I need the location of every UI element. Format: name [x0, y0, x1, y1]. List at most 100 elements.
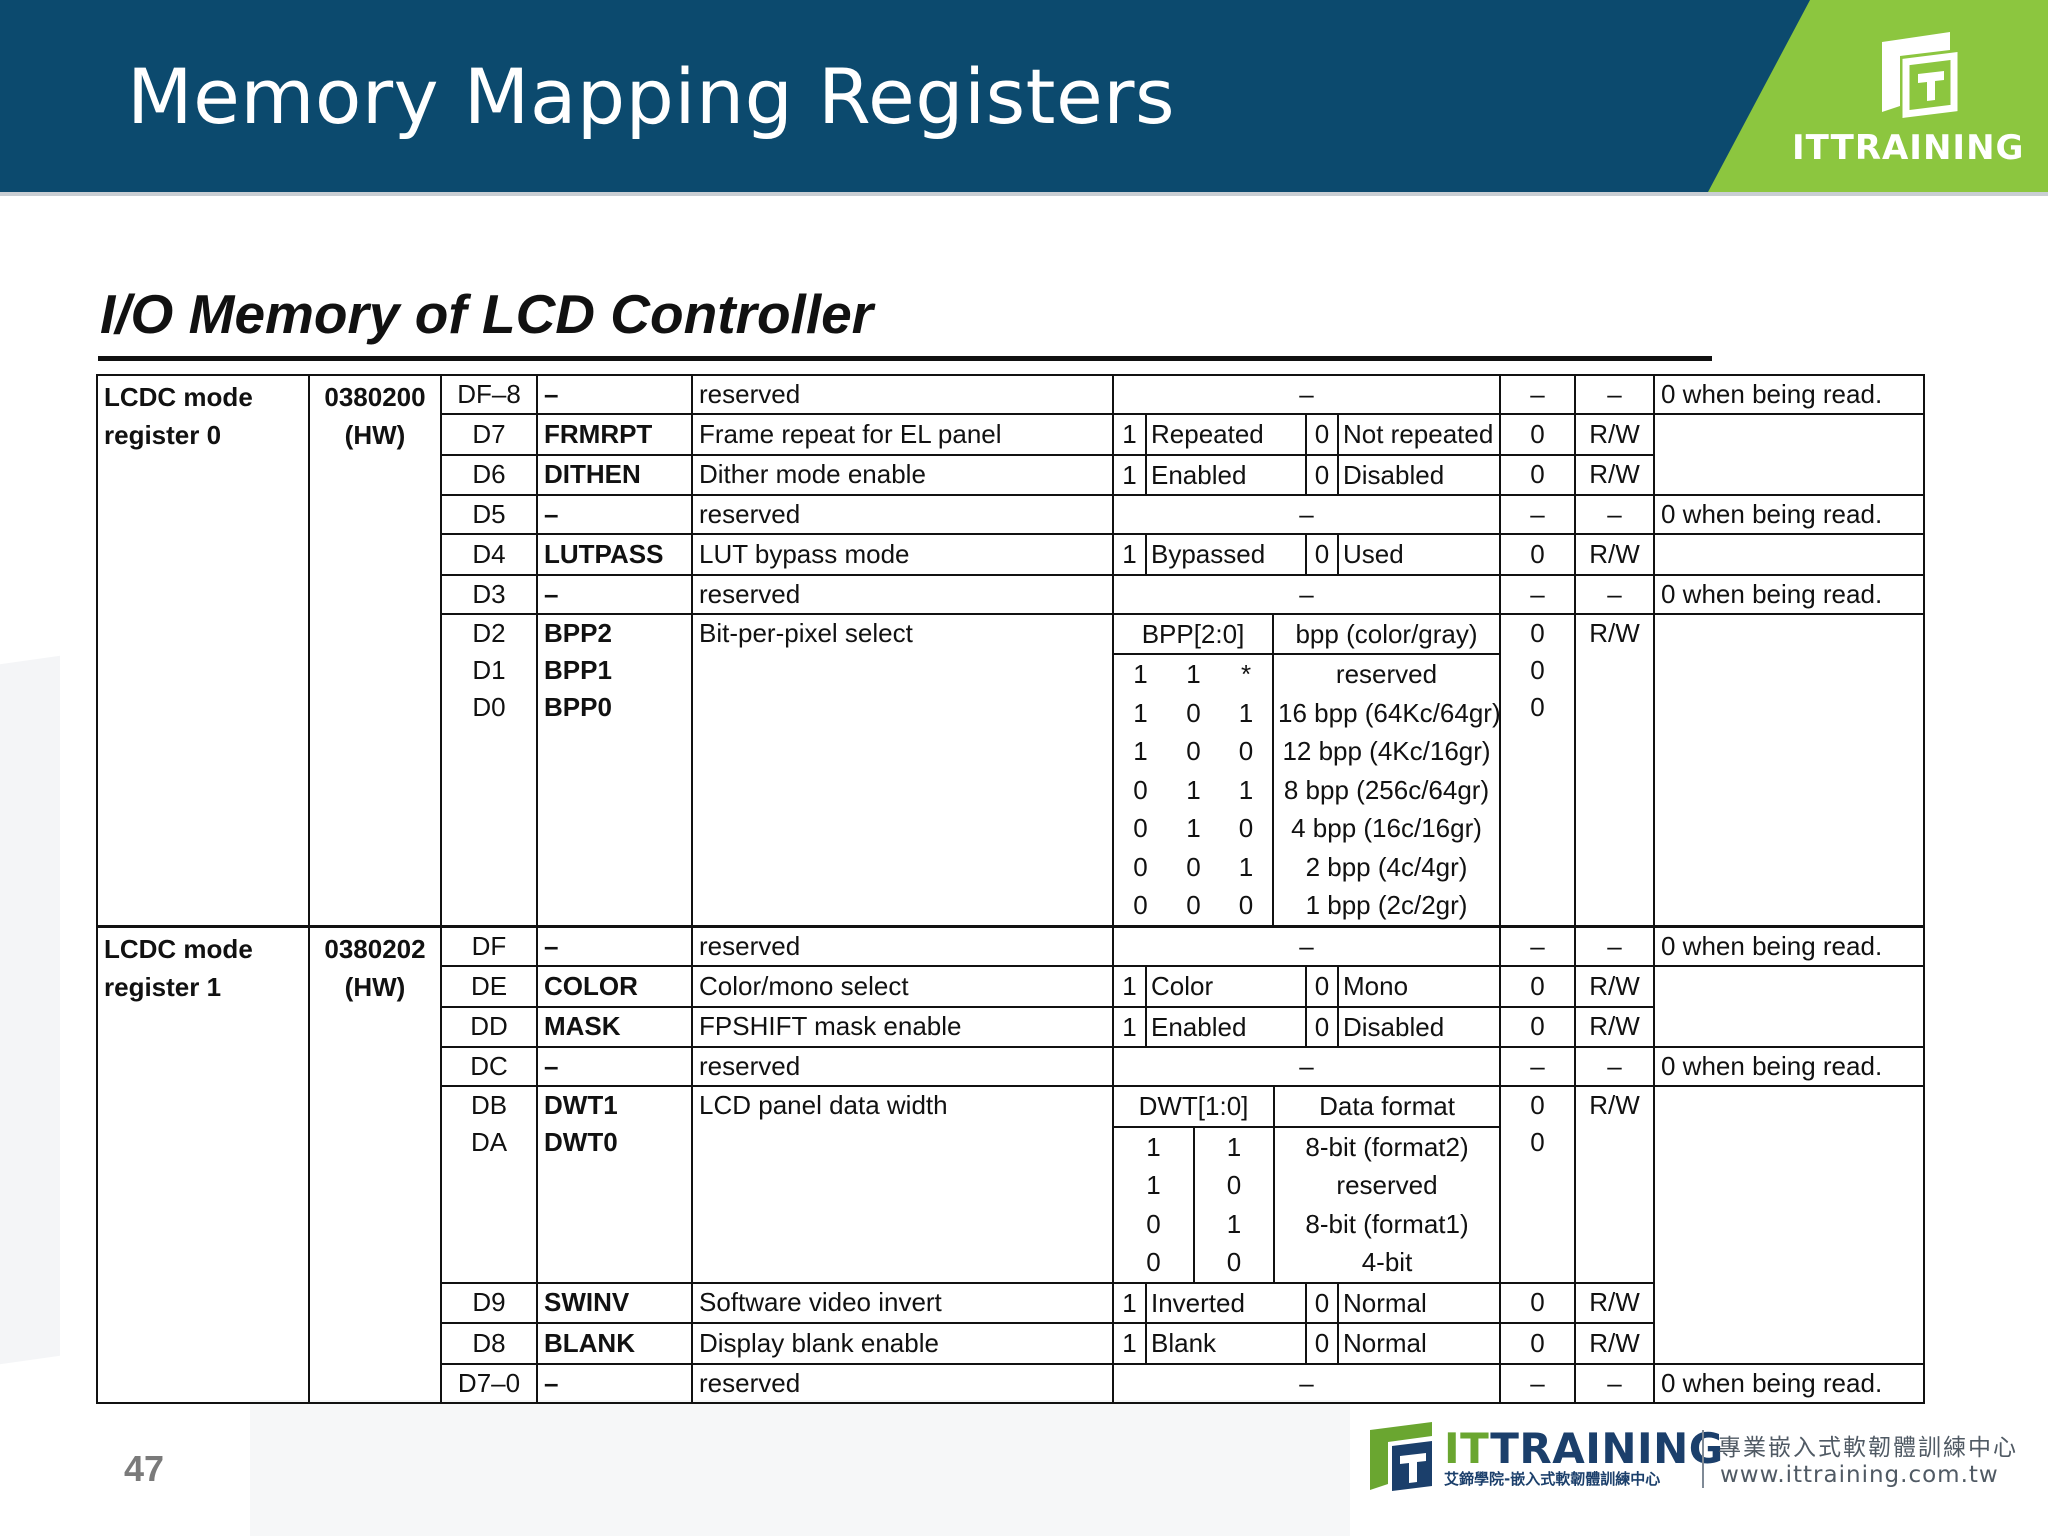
- bit-name: BLANK: [536, 1322, 693, 1365]
- init-cell: 0: [1499, 1281, 1576, 1324]
- section-heading: I/O Memory of LCD Controller: [100, 283, 874, 345]
- function-cell: Color/mono select: [691, 965, 1114, 1008]
- function-cell: reserved: [691, 573, 1114, 615]
- bit-name: –: [536, 374, 693, 415]
- rw-cell: R/W: [1574, 1322, 1655, 1365]
- bit-name: BPP2 BPP1 BPP0: [536, 612, 693, 927]
- function-cell: reserved: [691, 1362, 1114, 1404]
- function-cell: Display blank enable: [691, 1322, 1114, 1365]
- rw-cell: –: [1574, 1046, 1655, 1087]
- bit-name: COLOR: [536, 965, 693, 1008]
- background-shape: [0, 655, 60, 1365]
- rw-cell: –: [1574, 374, 1655, 415]
- heading-rule: [98, 356, 1712, 361]
- init-cell: –: [1499, 1362, 1576, 1404]
- function-cell: reserved: [691, 494, 1114, 535]
- function-cell: Dither mode enable: [691, 453, 1114, 496]
- remark-cell: [1653, 454, 1925, 496]
- function-cell: LUT bypass mode: [691, 533, 1114, 576]
- remark-cell: [1653, 612, 1925, 927]
- ittraining-logo-icon: [1370, 1422, 1432, 1491]
- rw-cell: R/W: [1574, 453, 1655, 496]
- init-cell: 0: [1499, 413, 1576, 456]
- setting-cell: –: [1112, 1046, 1501, 1087]
- bit-name: DWT1 DWT0: [536, 1085, 693, 1284]
- table-row: D7–0 – reserved – – – 0 when being read.: [97, 1362, 1925, 1404]
- setting-cell: –: [1112, 494, 1501, 535]
- register-name: LCDC mode register 1: [96, 926, 310, 1404]
- register-table-lcdc-mode-0: LCDC mode register 0 0380200 (HW) DF–8 –…: [96, 374, 1925, 927]
- init-cell: 0: [1499, 965, 1576, 1008]
- function-cell: reserved: [691, 374, 1114, 415]
- remark-cell: [1653, 1282, 1925, 1323]
- function-cell: reserved: [691, 1046, 1114, 1087]
- init-cell: 0: [1499, 533, 1576, 576]
- bit-name: –: [536, 573, 693, 615]
- table-row: D3 – reserved – – – 0 when being read.: [97, 573, 1925, 615]
- bit-name: –: [536, 926, 693, 967]
- bit-cell: DC: [440, 1046, 538, 1087]
- function-cell: reserved: [691, 926, 1114, 967]
- brand-logo: ITTRAINING: [1792, 20, 2023, 170]
- footer-brand: ITTRAINING: [1444, 1424, 1724, 1473]
- bit-name: –: [536, 1362, 693, 1404]
- rw-cell: –: [1574, 494, 1655, 535]
- slide-title: Memory Mapping Registers: [127, 52, 1176, 141]
- footer-tagline: 專業嵌入式軟韌體訓練中心: [1718, 1435, 2018, 1461]
- bit-cell: D7: [440, 413, 538, 456]
- setting-cell: –: [1112, 573, 1501, 615]
- footer-url: www.ittraining.com.tw: [1720, 1462, 1999, 1488]
- remark-cell: [1653, 965, 1925, 1007]
- rw-cell: R/W: [1574, 1005, 1655, 1048]
- slide-header: Memory Mapping Registers ITTRAINING: [0, 0, 2048, 196]
- bit-cell: D6: [440, 453, 538, 496]
- footer-brand-subtitle: 艾鍗學院-嵌入式軟韌體訓練中心: [1444, 1470, 1661, 1488]
- table-row: LCDC mode register 0 0380200 (HW) DF–8 –…: [96, 374, 1925, 927]
- bit-name: DITHEN: [536, 453, 693, 496]
- background-shape: [250, 1400, 1350, 1536]
- remark-cell: 0 when being read.: [1653, 926, 1925, 967]
- bit-name: –: [536, 494, 693, 535]
- bit-cell: DF–8: [440, 374, 538, 415]
- init-cell: –: [1499, 1046, 1576, 1087]
- footer-divider: [1702, 1430, 1704, 1488]
- bit-cell: D9: [440, 1281, 538, 1324]
- table-row: LCDC mode register 1 0380202 (HW) DF – r…: [96, 926, 1925, 1404]
- rw-cell: R/W: [1574, 1085, 1655, 1284]
- remark-cell: 0 when being read.: [1653, 573, 1925, 615]
- bit-cell: DF: [440, 926, 538, 967]
- register-name: LCDC mode register 0: [96, 374, 310, 927]
- rw-cell: –: [1574, 573, 1655, 615]
- init-cell: 0 0 0: [1499, 612, 1576, 927]
- bit-cell: DB DA: [440, 1085, 538, 1284]
- function-cell: Frame repeat for EL panel: [691, 413, 1114, 456]
- remark-cell: [1653, 533, 1925, 576]
- init-cell: –: [1499, 573, 1576, 615]
- bit-cell: D7–0: [440, 1362, 538, 1404]
- bit-name: SWINV: [536, 1281, 693, 1324]
- remark-cell: 0 when being read.: [1653, 1362, 1925, 1404]
- bit-cell: DD: [440, 1005, 538, 1048]
- bit-cell: D8: [440, 1322, 538, 1365]
- setting-cell: –: [1112, 926, 1501, 967]
- init-cell: –: [1499, 926, 1576, 967]
- rw-cell: R/W: [1574, 1281, 1655, 1324]
- function-cell: FPSHIFT mask enable: [691, 1005, 1114, 1048]
- page-number: 47: [124, 1448, 165, 1489]
- setting-cell: –: [1112, 374, 1501, 415]
- register-address: 0380202 (HW): [308, 926, 442, 1404]
- init-cell: 0: [1499, 1322, 1576, 1365]
- bit-cell: D3: [440, 573, 538, 615]
- table-row: DC – reserved – – – 0 when being read.: [97, 1046, 1925, 1087]
- remark-cell: 0 when being read.: [1653, 494, 1925, 535]
- bit-cell: D5: [440, 494, 538, 535]
- init-cell: 0 0: [1499, 1085, 1576, 1284]
